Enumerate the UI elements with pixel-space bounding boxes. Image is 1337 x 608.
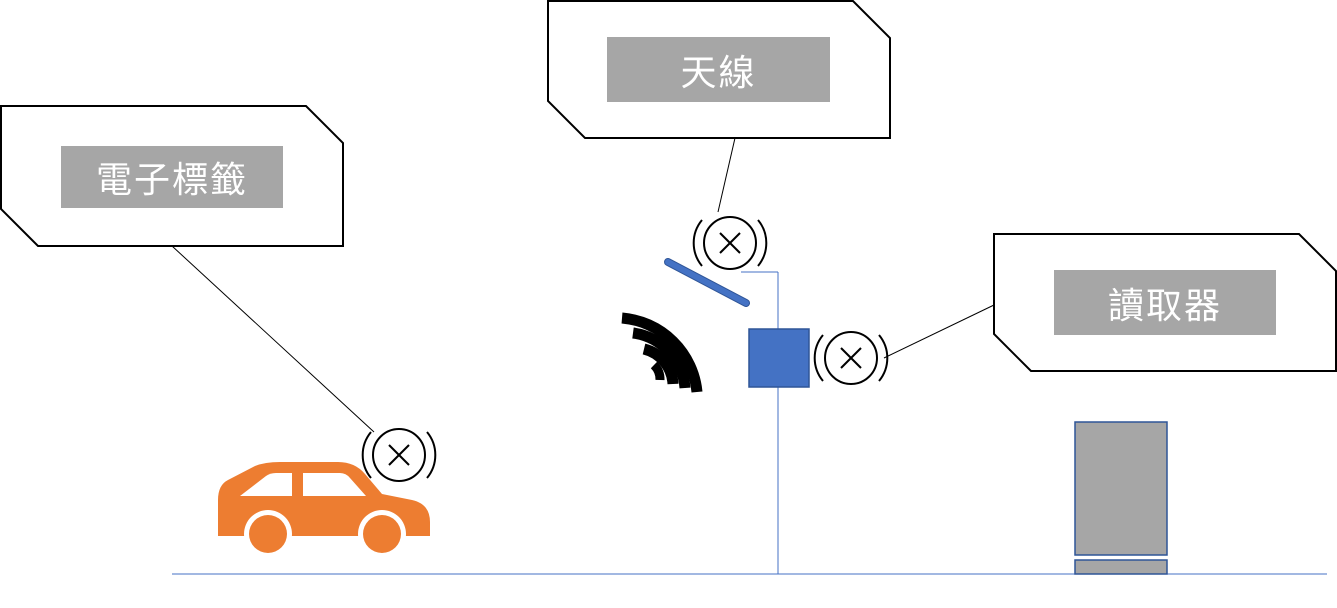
reader-box	[748, 328, 810, 388]
callout-antenna	[547, 0, 891, 213]
x-circle-marker-icon	[361, 428, 437, 482]
cabinet	[1074, 421, 1168, 575]
x-circle-marker-icon	[813, 331, 889, 385]
car-icon	[218, 462, 430, 558]
tag-label: 電子標籤	[61, 146, 283, 208]
antenna-label: 天線	[607, 37, 830, 102]
reader-label: 讀取器	[1054, 270, 1276, 335]
wireless-signal-icon	[621, 312, 703, 393]
x-circle-marker-icon	[692, 216, 768, 270]
